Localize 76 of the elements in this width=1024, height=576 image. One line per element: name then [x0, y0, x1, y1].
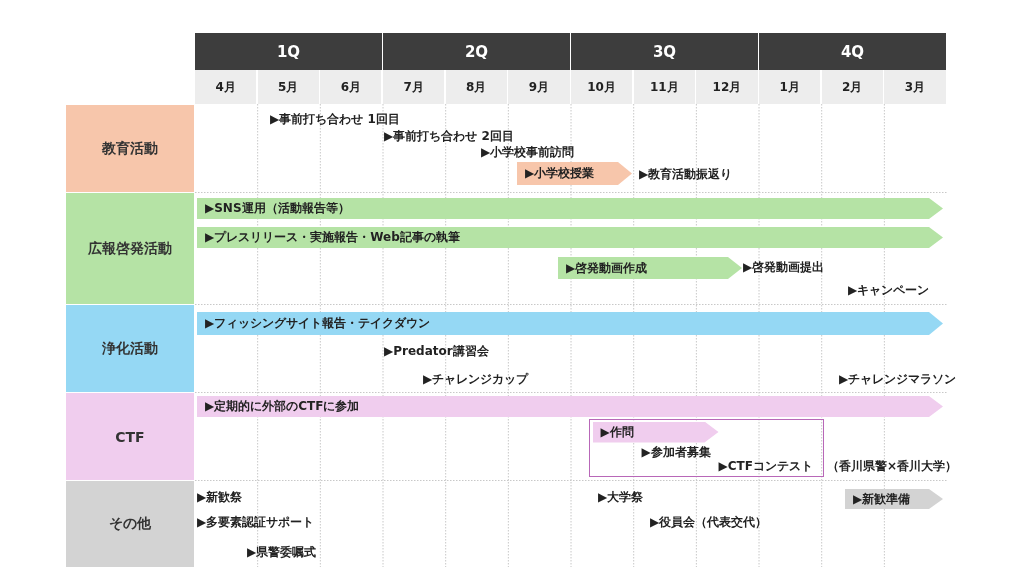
task-label: ▶CTFコンテスト	[718, 457, 813, 474]
month-label: 4月	[215, 78, 236, 96]
task-arrow-bar	[558, 257, 742, 279]
task-label: ▶事前打ち合わせ 2回目	[384, 128, 514, 144]
month-label: 9月	[528, 78, 550, 96]
task-label: ▶Predator講習会	[384, 343, 489, 359]
month-header	[884, 70, 946, 104]
category-label: CTF	[115, 428, 145, 445]
task-text: ▶定期的に外部のCTFに参加	[205, 398, 360, 415]
category-cell	[66, 305, 194, 392]
task-label: ▶チャレンジマラソン	[839, 371, 957, 387]
task-arrow-bar	[517, 162, 632, 185]
month-header	[633, 70, 695, 104]
task-text: ▶啓発動画作成	[566, 259, 648, 277]
month-label: 3月	[904, 78, 926, 96]
task-label: ▶多要素認証サポート	[197, 514, 315, 530]
quarter-label: 3Q	[652, 42, 677, 61]
month-label: 12月	[712, 78, 742, 96]
month-header	[759, 70, 821, 104]
task-label: ▶役員会（代表交代）	[650, 514, 768, 530]
month-label: 8月	[466, 78, 487, 96]
task-arrow-bar	[197, 227, 943, 248]
task-label: ▶大学祭	[598, 489, 644, 505]
task-arrow-bar	[197, 198, 943, 219]
task-text: ▶作問	[600, 423, 634, 441]
category-label: 浄化活動	[102, 339, 158, 358]
quarter-header	[759, 33, 946, 70]
quarter-header	[571, 33, 758, 70]
task-arrow-bar	[592, 421, 719, 443]
category-label: 教育活動	[102, 139, 158, 158]
category-cell	[66, 481, 194, 567]
month-label: 2月	[842, 78, 863, 96]
task-arrow-bar	[197, 396, 943, 417]
task-label: ▶啓発動画提出	[743, 259, 825, 275]
quarter-header	[383, 33, 570, 70]
task-label: ▶参加者募集	[641, 443, 711, 460]
task-label: ▶新歓祭	[197, 489, 243, 505]
task-text: ▶フィッシングサイト報告・テイクダウン	[205, 315, 431, 332]
month-header	[571, 70, 633, 104]
month-label: 10月	[587, 78, 616, 96]
month-header	[320, 70, 382, 104]
month-label: 1月	[779, 78, 800, 96]
quarter-header	[195, 33, 382, 70]
quarter-label: 4Q	[840, 42, 865, 61]
task-label: ▶県警委嘱式	[247, 544, 317, 560]
month-header	[821, 70, 883, 104]
task-label: ▶キャンペーン	[848, 282, 930, 298]
month-label: 7月	[403, 78, 424, 96]
month-header	[696, 70, 758, 104]
category-label: その他	[109, 515, 151, 533]
month-header	[508, 70, 570, 104]
task-label: ▶事前打ち合わせ 1回目	[270, 111, 400, 127]
task-arrow-bar	[197, 312, 943, 335]
month-header	[383, 70, 445, 104]
month-header	[445, 70, 507, 104]
task-text: ▶新歓準備	[853, 490, 911, 508]
quarter-label: 1Q	[276, 42, 301, 61]
task-arrow-bar	[845, 489, 943, 509]
month-header	[257, 70, 319, 104]
task-label: ▶教育活動振返り	[639, 166, 733, 182]
task-text: ▶プレスリリース・実施報告・Web記事の執筆	[205, 229, 460, 246]
month-label: 5月	[278, 78, 299, 96]
month-header	[195, 70, 257, 104]
task-label: ▶チャレンジカップ	[423, 371, 529, 387]
grouping-frame	[589, 419, 824, 477]
month-label: 6月	[340, 78, 362, 96]
note-label: （香川県警×香川大学）	[827, 458, 958, 474]
task-text: ▶SNS運用（活動報告等）	[205, 200, 350, 217]
quarter-label: 2Q	[464, 42, 489, 61]
task-label: ▶小学校事前訪問	[481, 144, 575, 160]
month-label: 11月	[649, 78, 679, 96]
task-text: ▶小学校授業	[525, 165, 595, 182]
category-cell	[66, 393, 194, 480]
category-label: 広報啓発活動	[88, 239, 172, 258]
category-cell	[66, 193, 194, 304]
category-cell	[66, 105, 194, 192]
